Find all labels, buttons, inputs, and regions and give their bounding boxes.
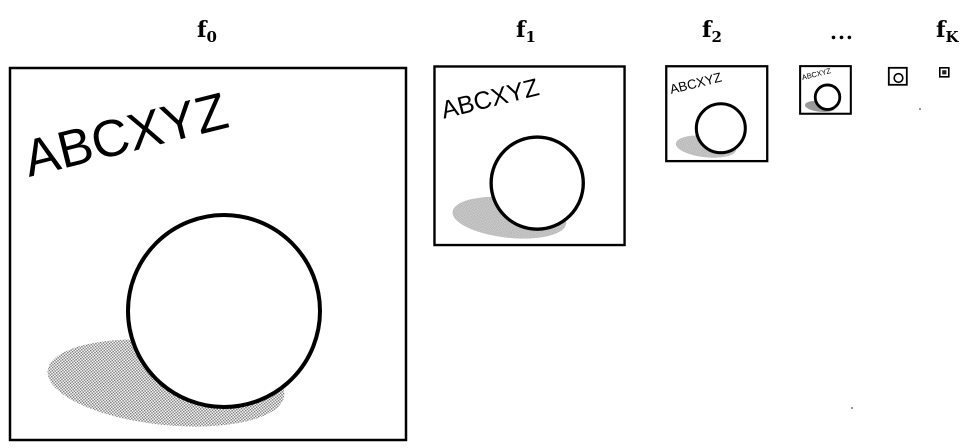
label-ellipsis: ... <box>830 22 854 47</box>
circle <box>491 137 583 229</box>
level-f0: ABCXYZ <box>10 68 406 440</box>
label-f2: f2 <box>702 19 722 45</box>
speck <box>851 407 853 409</box>
circle <box>815 85 840 110</box>
label-f0: f0 <box>197 19 217 45</box>
level-f2: ABCXYZ <box>666 66 767 161</box>
level-f1: ABCXYZ <box>434 66 624 245</box>
speck <box>919 108 921 110</box>
label-fK: fK <box>936 19 959 45</box>
circle <box>894 74 903 83</box>
label-f1: f1 <box>516 19 536 45</box>
frame-content <box>942 70 946 74</box>
level-fK <box>940 68 949 77</box>
level-f4 <box>889 68 907 85</box>
circle <box>128 215 320 407</box>
circle <box>696 104 745 153</box>
level-f3: ABCXYZ <box>800 66 851 114</box>
